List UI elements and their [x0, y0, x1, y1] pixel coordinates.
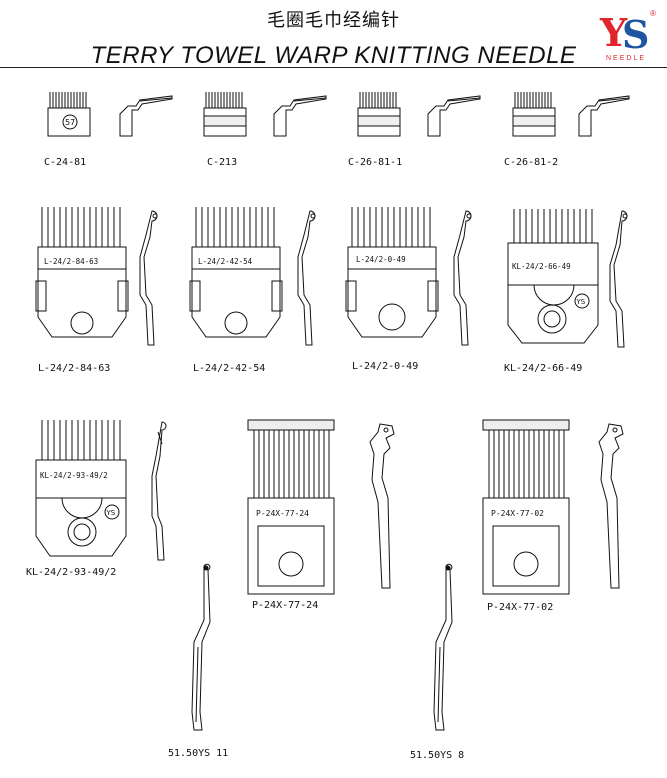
inner-label: KL-24/2-93-49/2	[40, 471, 108, 480]
needle-c-213	[196, 88, 336, 153]
needle-l-24-2-84-63: L-24/2-84-63	[34, 205, 184, 355]
label-c-213: C-213	[207, 157, 238, 168]
logo-subtitle: NEEDLE	[606, 55, 646, 62]
ys-needle-logo: Y S ® NEEDLE	[592, 6, 662, 64]
inner-label: L-24/2-0-49	[356, 255, 406, 264]
label-51-50ys-8: 51.50YS 8	[410, 750, 465, 761]
label-c-26-81-2: C-26-81-2	[504, 157, 559, 168]
label-51-50ys-11: 51.50YS 11	[168, 748, 229, 759]
inner-label: L-24/2-84-63	[44, 257, 98, 266]
badge-57: 57	[65, 118, 75, 127]
ys-mark-icon: YS	[574, 293, 590, 309]
needle-c-26-81-2	[505, 88, 645, 153]
needle-l-24-2-42-54: L-24/2-42-54	[188, 205, 338, 355]
needle-kl-24-2-93-49-2: KL-24/2-93-49/2 YS	[32, 416, 182, 571]
needle-p-24x-77-24: P-24X-77-24	[244, 418, 414, 603]
inner-label: P-24X-77-24	[256, 509, 309, 518]
label-p-24x-77-02: P-24X-77-02	[487, 602, 554, 613]
needle-51-50ys-8	[420, 562, 470, 747]
svg-text:Y: Y	[599, 10, 628, 55]
label-l-24-2-42-54: L-24/2-42-54	[193, 363, 266, 374]
needle-kl-24-2-66-49: KL-24/2-66-49 YS	[504, 205, 654, 355]
logo-registered: ®	[650, 9, 656, 18]
inner-label: L-24/2-42-54	[198, 257, 253, 266]
needle-l-24-2-0-49: L-24/2-0-49	[344, 205, 494, 355]
ys-mark-icon: YS	[104, 504, 120, 520]
title-english: TERRY TOWEL WARP KNITTING NEEDLE	[90, 42, 577, 69]
needle-c-24-81: 57	[40, 88, 180, 153]
inner-label: KL-24/2-66-49	[512, 262, 571, 271]
label-l-24-2-0-49: L-24/2-0-49	[352, 361, 419, 372]
label-c-24-81: C-24-81	[44, 157, 87, 168]
label-p-24x-77-24: P-24X-77-24	[252, 600, 319, 611]
svg-text:S: S	[622, 12, 649, 57]
ys-mark-text: YS	[576, 298, 586, 306]
label-kl-24-2-66-49: KL-24/2-66-49	[504, 363, 583, 374]
label-c-26-81-1: C-26-81-1	[348, 157, 403, 168]
inner-label: P-24X-77-02	[491, 509, 544, 518]
label-l-24-2-84-63: L-24/2-84-63	[38, 363, 111, 374]
needle-p-24x-77-02: P-24X-77-02	[479, 418, 649, 603]
needle-c-26-81-1	[350, 88, 490, 153]
header-divider	[0, 67, 667, 68]
title-chinese: 毛圈毛巾经编针	[267, 10, 400, 31]
needle-51-50ys-11	[178, 562, 228, 747]
ys-mark-text: YS	[106, 509, 116, 517]
label-kl-24-2-93-49-2: KL-24/2-93-49/2	[26, 567, 117, 578]
